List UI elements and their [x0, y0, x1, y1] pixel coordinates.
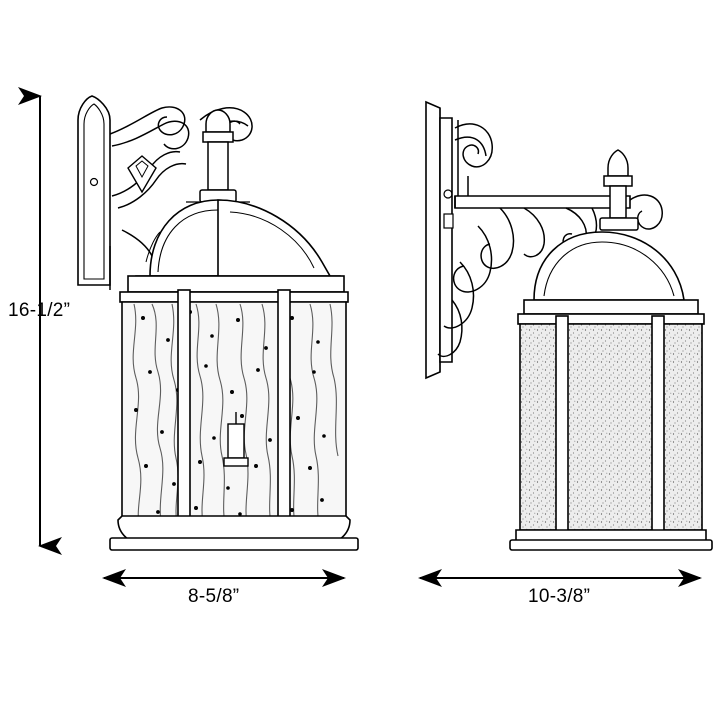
front-candle — [223, 412, 249, 467]
side-wall-plate — [425, 100, 441, 380]
side-upper-scroll — [454, 120, 493, 198]
front-wall-plate-screw — [89, 177, 99, 187]
front-roof-band — [119, 275, 349, 303]
side-view-lantern — [425, 100, 713, 551]
front-wall-plate-inner — [83, 103, 105, 280]
front-view-lantern — [77, 95, 359, 551]
front-glass-texture — [132, 303, 339, 529]
front-glass-body — [121, 289, 347, 539]
side-finial — [599, 149, 639, 231]
front-stem — [186, 109, 250, 203]
side-dome — [517, 231, 705, 325]
side-wall-plate-body — [439, 117, 453, 363]
front-width-dimension-label: 8-5/8” — [188, 586, 240, 607]
front-dome-right — [217, 199, 332, 277]
dimension-lines — [18, 87, 702, 587]
side-arm — [454, 195, 631, 209]
side-frame-bars — [555, 315, 665, 539]
side-wall-plate-screw — [443, 189, 453, 199]
side-wall-plate-slot — [443, 213, 454, 229]
front-base — [109, 515, 359, 551]
side-depth-dimension-label: 10-3/8” — [528, 586, 591, 607]
side-glass-body — [519, 315, 703, 539]
side-base — [509, 529, 713, 551]
front-frame-bars — [177, 289, 291, 539]
height-dimension-label: 16-1/2” — [8, 300, 71, 321]
